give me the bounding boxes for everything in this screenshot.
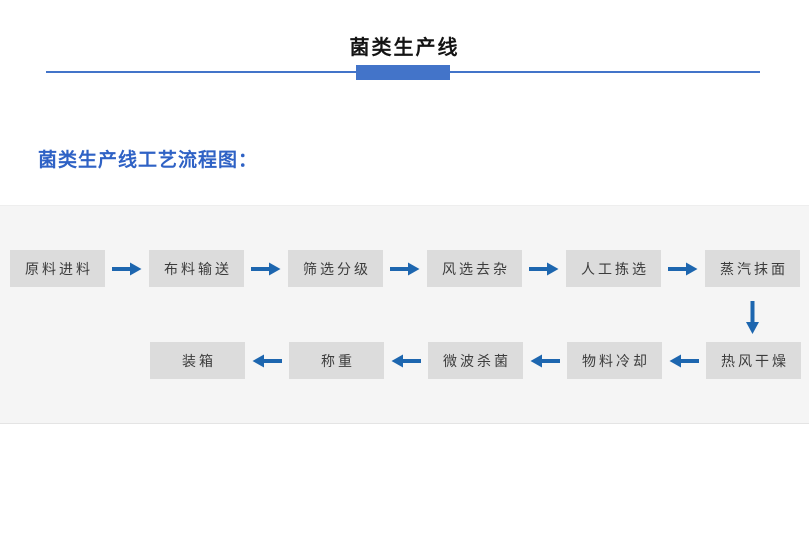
flow-row-top: 原料进料 布料输送 筛选分级 风选去杂 人工拣选 蒸汽抹面 — [10, 250, 800, 287]
page-title: 菌类生产线 — [349, 37, 460, 59]
arrow-right-icon — [244, 261, 288, 277]
arrow-left-icon — [245, 353, 289, 369]
flowchart-panel: 原料进料 布料输送 筛选分级 风选去杂 人工拣选 蒸汽抹面 — [0, 205, 809, 424]
flow-step-material-cooling: 物料冷却 — [567, 342, 662, 379]
arrow-down-icon — [744, 301, 761, 335]
arrow-right-icon — [383, 261, 427, 277]
title-divider-accent-block — [356, 65, 450, 80]
flow-step-manual-sorting: 人工拣选 — [566, 250, 661, 287]
arrow-left-icon — [523, 353, 567, 369]
flow-step-weighing: 称重 — [289, 342, 384, 379]
arrow-right-icon — [105, 261, 149, 277]
flow-step-microwave-sterilization: 微波杀菌 — [428, 342, 523, 379]
section-heading: 菌类生产线工艺流程图： — [38, 150, 259, 171]
flow-step-boxing: 装箱 — [150, 342, 245, 379]
arrow-left-icon — [384, 353, 428, 369]
flow-step-material-conveying: 布料输送 — [149, 250, 244, 287]
arrow-left-icon — [662, 353, 706, 369]
flow-step-steam-surfacing: 蒸汽抹面 — [705, 250, 800, 287]
flow-row-bottom: 装箱 称重 微波杀菌 物料冷却 热风干燥 — [150, 342, 801, 379]
flow-step-screening-grading: 筛选分级 — [288, 250, 383, 287]
arrow-right-icon — [661, 261, 705, 277]
flow-step-air-separation: 风选去杂 — [427, 250, 522, 287]
arrow-right-icon — [522, 261, 566, 277]
flow-step-raw-material-feed: 原料进料 — [10, 250, 105, 287]
flow-step-hot-air-drying: 热风干燥 — [706, 342, 801, 379]
